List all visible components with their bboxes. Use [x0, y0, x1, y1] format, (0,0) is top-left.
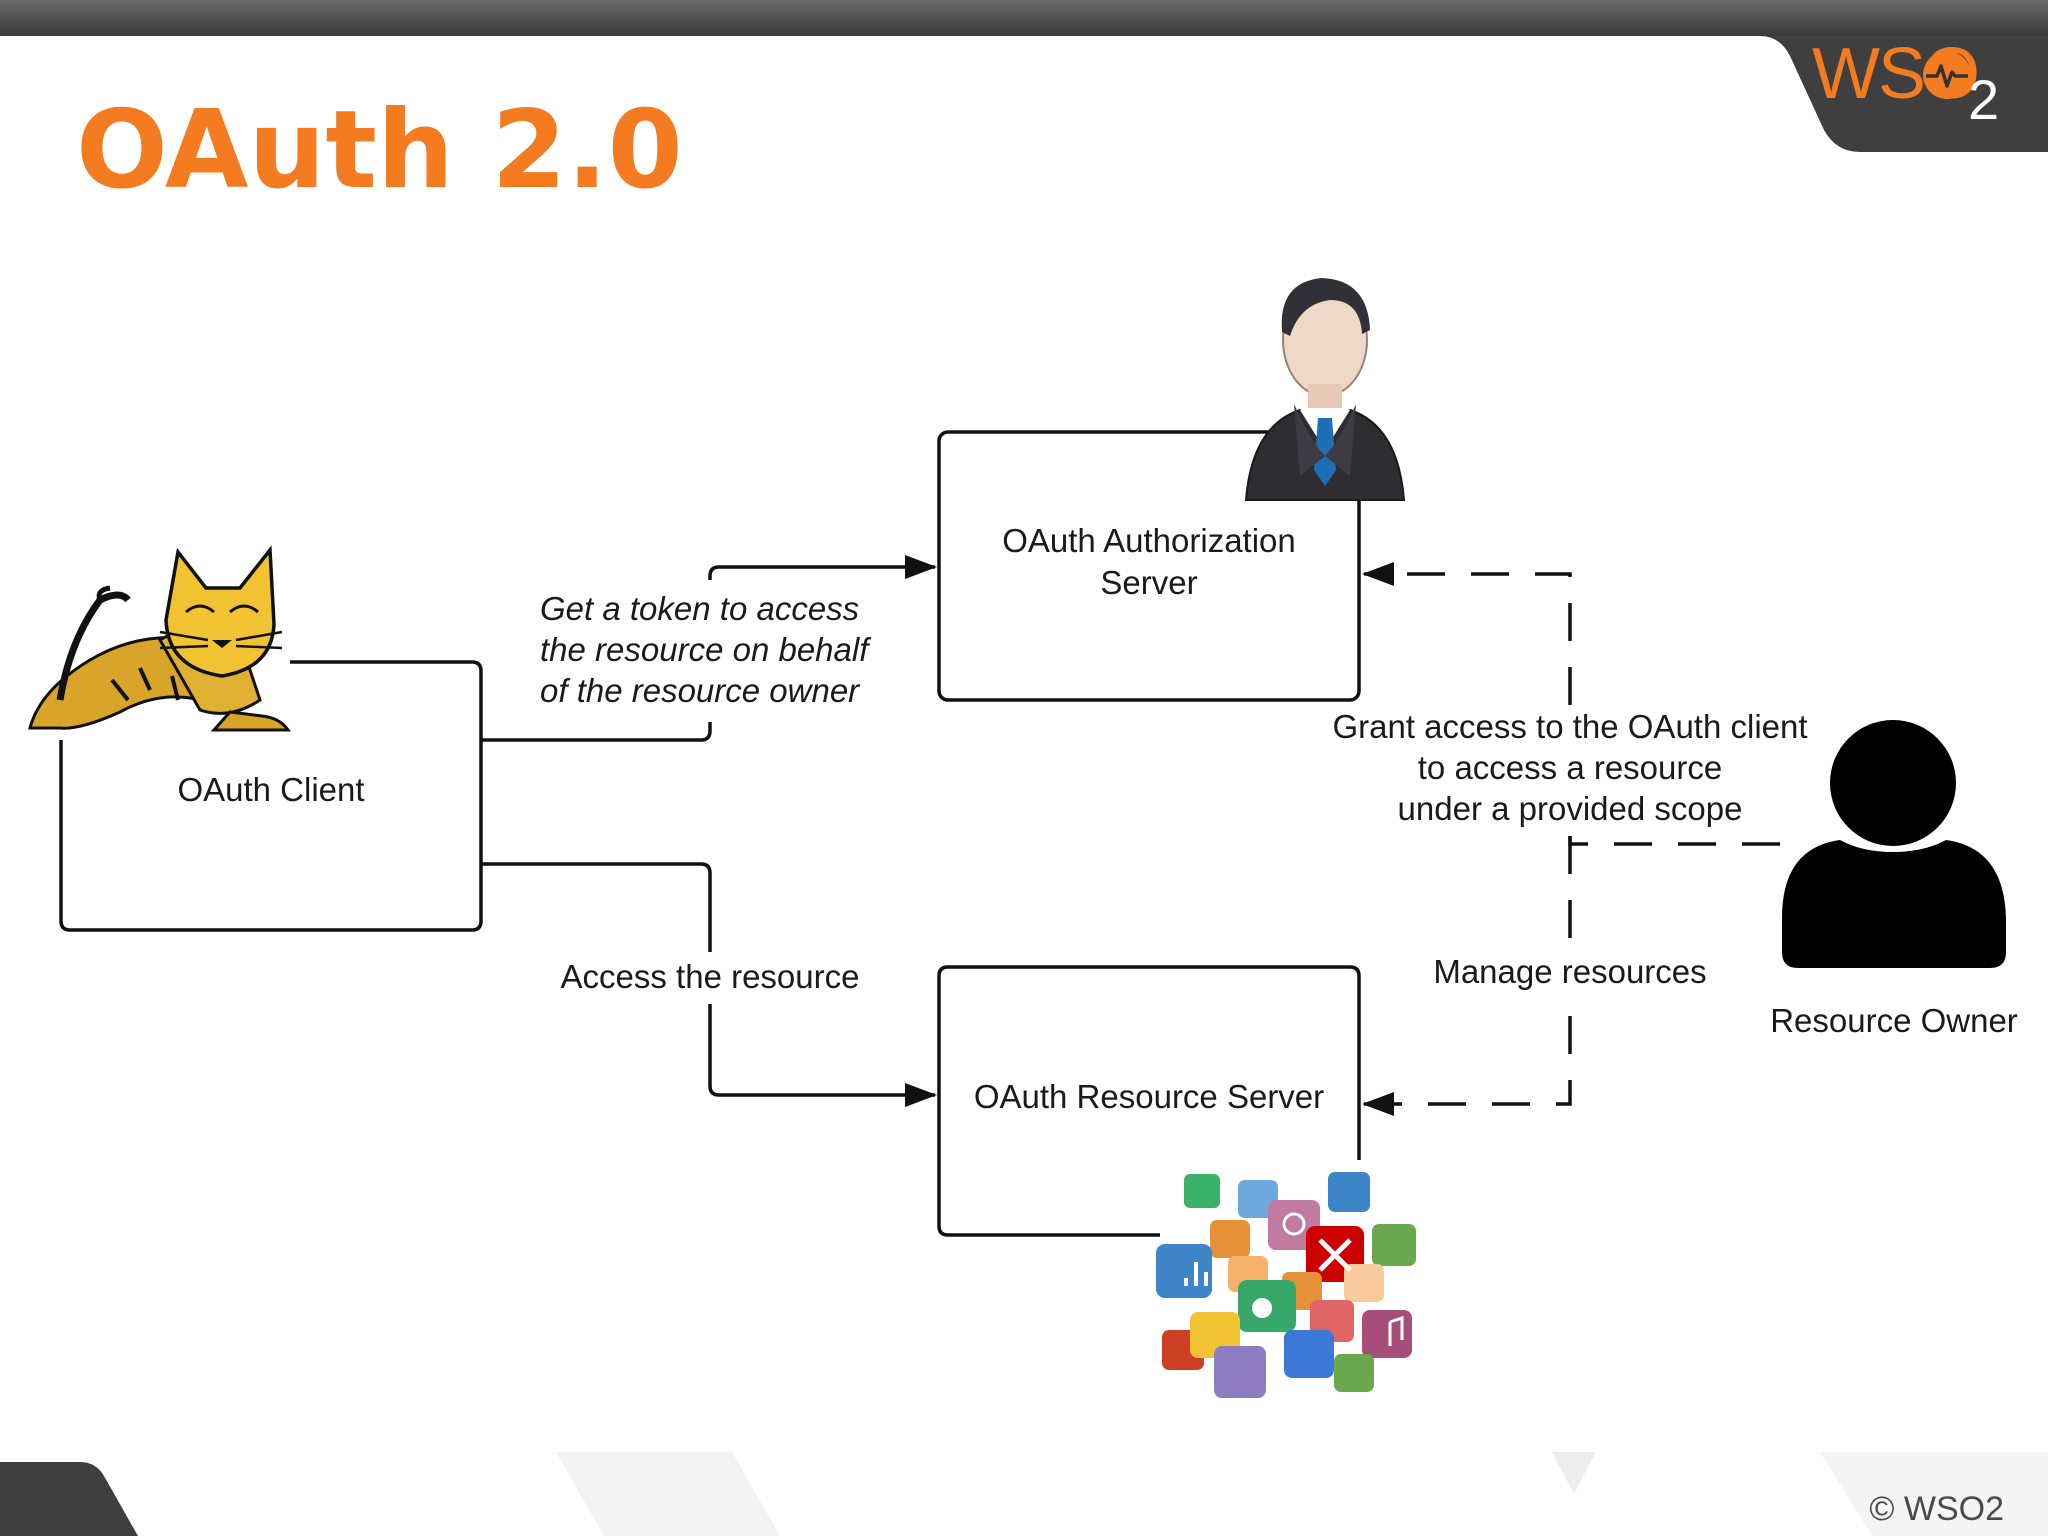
- client-label: OAuth Client: [177, 771, 365, 808]
- edge-get-token: [481, 567, 935, 742]
- footer-decoration: [0, 1452, 2048, 1536]
- logo-subscript: 2: [1968, 68, 2000, 131]
- edge-label-grant-line2: to access a resource: [1417, 749, 1723, 786]
- edge-label-grant-line3: under a provided scope: [1397, 790, 1743, 827]
- top-bar: [0, 0, 2048, 36]
- resource-owner-icon: [1782, 720, 2006, 968]
- copyright-text: © WSO2: [1869, 1490, 2004, 1528]
- logo-pulse-icon: [1923, 51, 1971, 99]
- edge-label-get-token-line3: of the resource owner: [540, 672, 860, 709]
- edge-label-get-token-line2: the resource on behalf: [540, 631, 869, 668]
- edge-grant-access-dashed: [1362, 562, 1572, 705]
- edge-label-access-resource: Access the resource: [560, 958, 860, 995]
- auth-server-label-line1: OAuth Authorization: [1002, 522, 1296, 559]
- edge-label-manage-resources: Manage resources: [1433, 953, 1707, 990]
- business-person-icon: [1244, 278, 1406, 501]
- client-box: [59, 660, 483, 932]
- tomcat-cat-icon: [28, 545, 291, 732]
- edge-owner-link-dashed: [1568, 836, 1780, 846]
- edge-manage-resources-dashed: [1362, 1016, 1572, 1116]
- resource-server-box: [937, 965, 1361, 1237]
- edge-label-grant-line1: Grant access to the OAuth client: [1332, 708, 1808, 745]
- resource-owner-label: Resource Owner: [1770, 1002, 2018, 1039]
- edge-label-get-token-line1: Get a token to access: [540, 590, 860, 627]
- auth-server-label-line2: Server: [1100, 564, 1198, 601]
- app-icons-cluster: [1156, 1172, 1416, 1398]
- page-title: OAuth 2.0: [76, 88, 683, 213]
- edge-access-resource: [481, 862, 935, 1095]
- resource-server-label: OAuth Resource Server: [973, 1078, 1325, 1115]
